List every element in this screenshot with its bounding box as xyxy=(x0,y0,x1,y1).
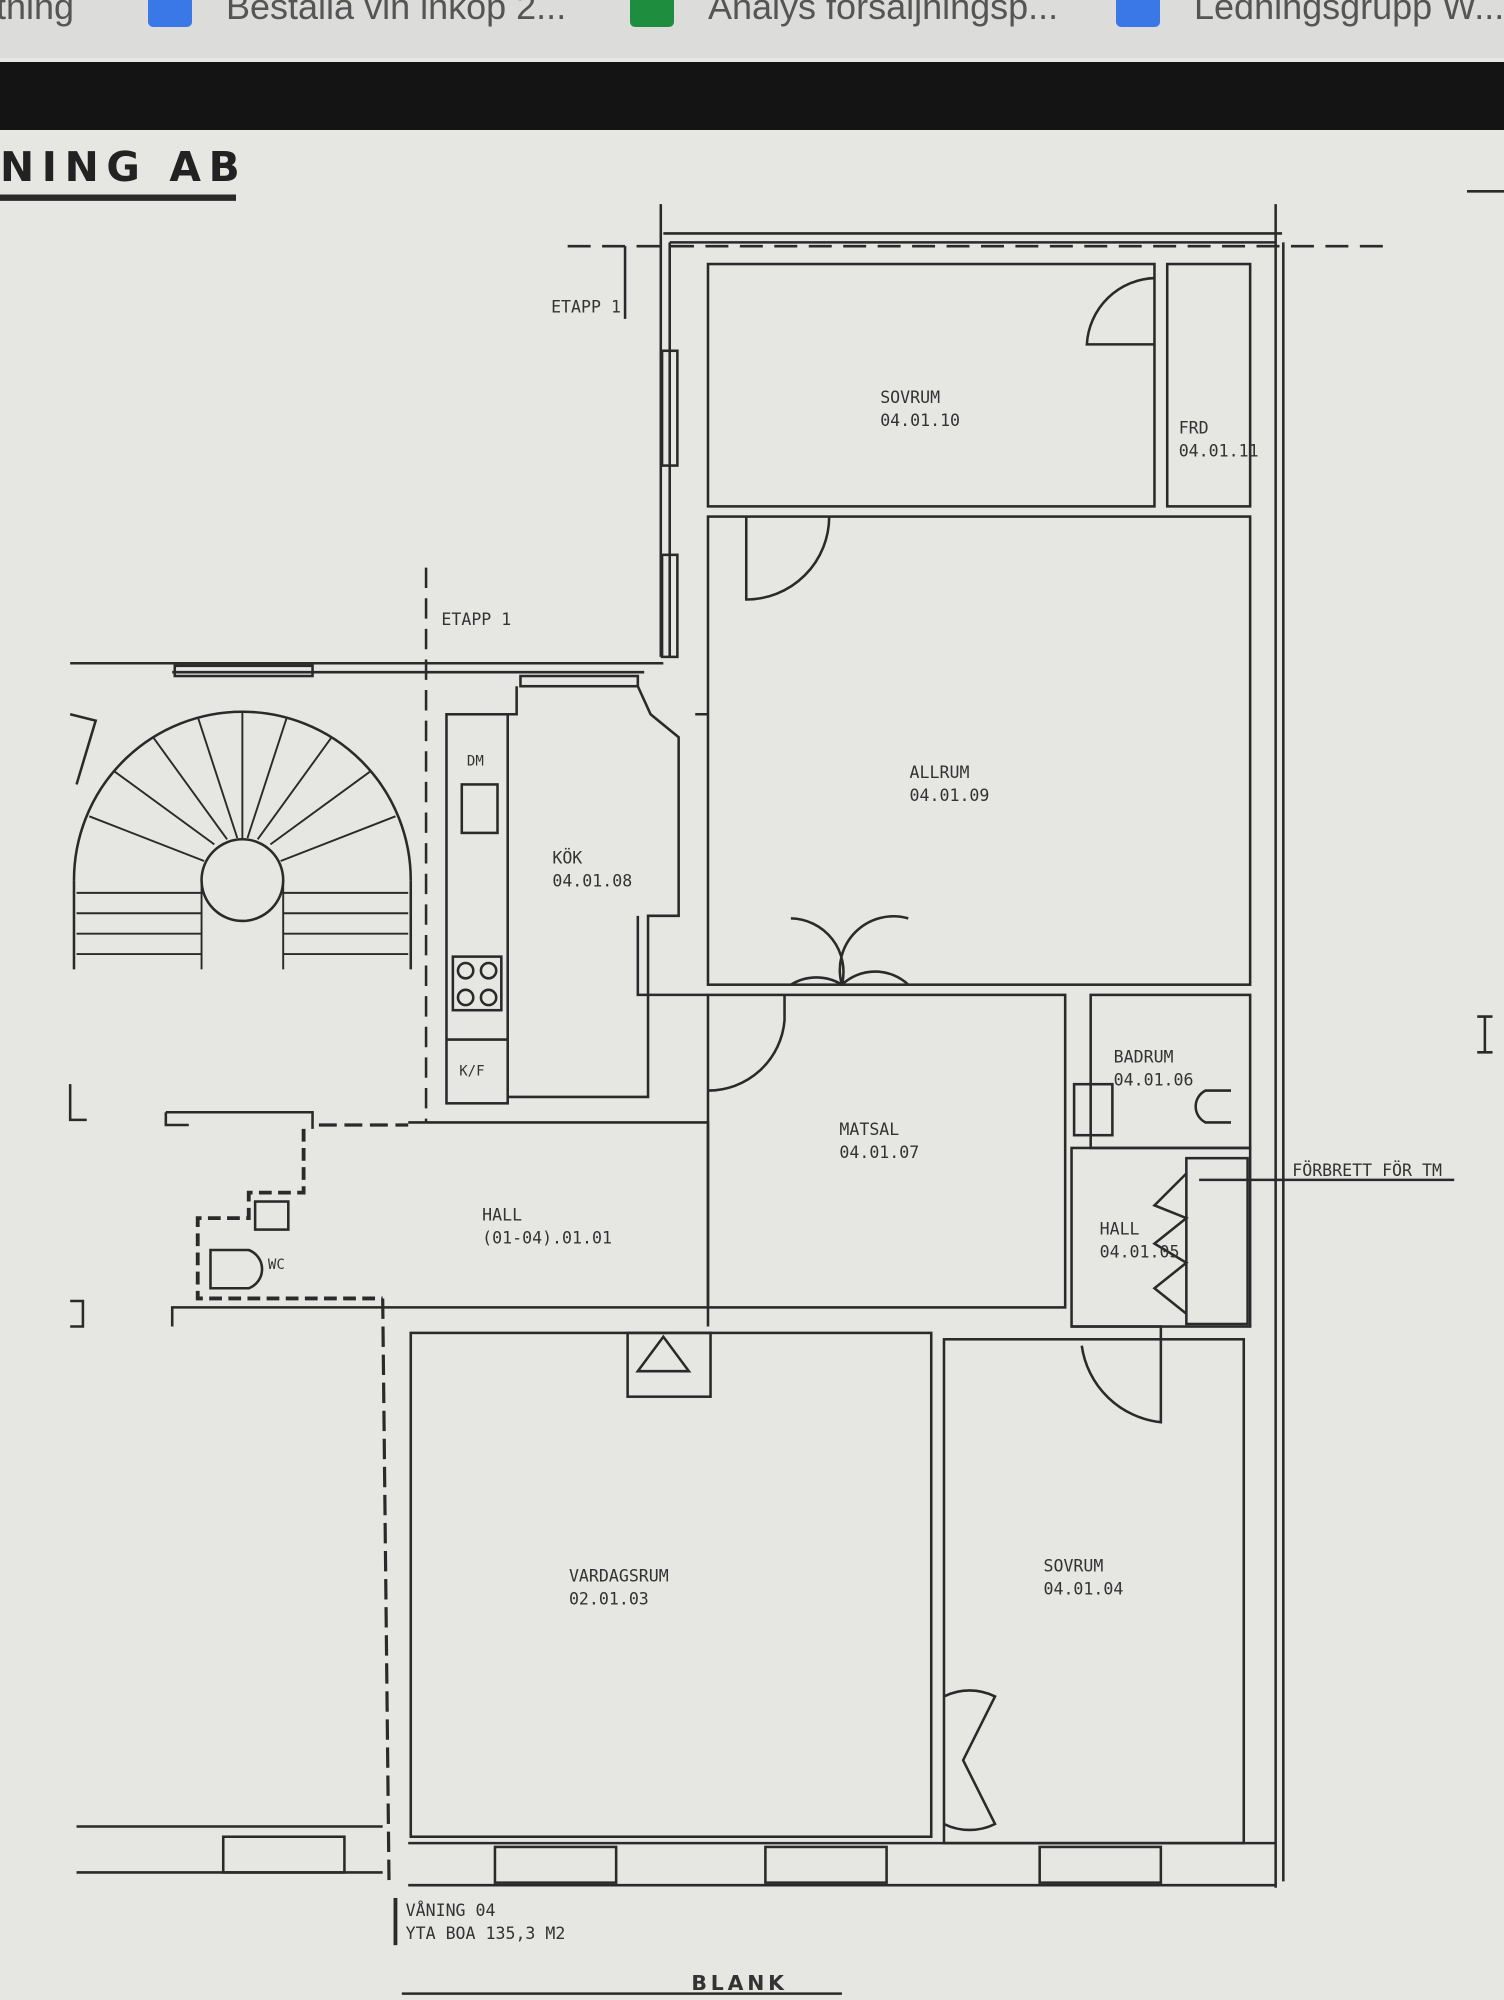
room-id: 04.01.04 xyxy=(1043,1579,1123,1598)
room-id: 04.01.07 xyxy=(839,1143,919,1162)
room-id: 04.01.09 xyxy=(910,786,990,805)
room-id: 04.01.11 xyxy=(1179,442,1259,461)
room-name: BADRUM xyxy=(1114,1048,1174,1067)
room-id: (01-04).01.01 xyxy=(482,1229,612,1248)
etapp-label: ETAPP 1 xyxy=(551,298,621,317)
room-id: 04.01.08 xyxy=(552,871,632,890)
etapp-label: ETAPP 1 xyxy=(441,610,511,629)
area-label: YTA BOA 135,3 M2 xyxy=(406,1924,566,1943)
sheet-icon xyxy=(630,0,674,27)
room-name: SOVRUM xyxy=(1043,1556,1103,1575)
note-label: FÖRBRETT FÖR TM xyxy=(1292,1161,1442,1180)
room-name: MATSAL xyxy=(839,1120,899,1139)
doc-icon xyxy=(148,0,192,27)
bookmark-label: Analys försäljningsp... xyxy=(708,0,1059,27)
bookmark-label: tning xyxy=(0,0,75,27)
bookmark[interactable]: Ledningsgrupp W... xyxy=(1116,0,1504,28)
bookmark[interactable]: tning xyxy=(0,0,74,28)
dishwasher-label: DM xyxy=(467,753,484,769)
room-id: 04.01.06 xyxy=(1114,1070,1194,1089)
room-name: VARDAGSRUM xyxy=(569,1567,669,1586)
company-name: NING AB xyxy=(0,143,247,191)
bookmark[interactable]: Beställa vin inköp 2... xyxy=(148,0,566,28)
room-name: KÖK xyxy=(552,849,582,868)
doc-icon xyxy=(1116,0,1160,27)
room-name: ALLRUM xyxy=(910,763,970,782)
room-id: 04.01.05 xyxy=(1100,1243,1180,1262)
floor-label: VÅNING 04 xyxy=(406,1901,496,1920)
room-name: HALL xyxy=(1100,1220,1140,1239)
room-id: 02.01.03 xyxy=(569,1590,649,1609)
bookmarks-bar: tning Beställa vin inköp 2... Analys för… xyxy=(0,0,1504,58)
bookmark[interactable]: Analys försäljningsp... xyxy=(630,0,1058,28)
fridge-label: K/F xyxy=(459,1063,484,1079)
room-name: SOVRUM xyxy=(880,388,940,407)
room-name: HALL xyxy=(482,1206,522,1225)
room-name: FRD xyxy=(1179,419,1209,438)
room-id: 04.01.10 xyxy=(880,411,960,430)
bookmark-label: Beställa vin inköp 2... xyxy=(226,0,567,27)
sheet-title: BLANK xyxy=(691,1971,787,1995)
bookmark-label: Ledningsgrupp W... xyxy=(1194,0,1504,27)
toolbar-bar xyxy=(0,62,1504,130)
wc-label: WC xyxy=(268,1257,285,1273)
